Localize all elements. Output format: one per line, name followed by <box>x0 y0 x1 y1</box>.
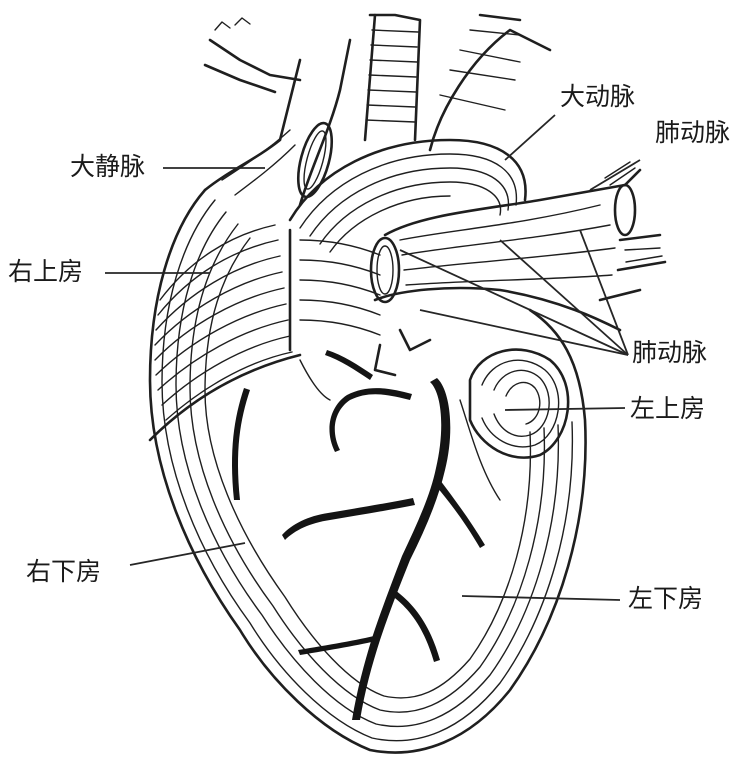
ventricle-septum <box>299 359 501 501</box>
label-left-ventricle: 左下房 <box>628 584 704 613</box>
leader-pulmonary-4 <box>579 229 629 356</box>
leader-pulmonary-1 <box>399 249 629 356</box>
leader-pulmonary-top <box>589 159 641 191</box>
leader-pulmonary-2 <box>419 309 629 356</box>
leader-left-atrium <box>504 407 626 411</box>
right-atrium <box>148 224 302 442</box>
leader-aorta <box>504 114 556 161</box>
vena-cava <box>203 38 352 207</box>
coronary-vessels <box>232 328 485 720</box>
label-aorta: 大动脉 <box>560 82 636 111</box>
leader-left-ventricle <box>461 595 621 601</box>
label-right-ventricle: 右下房 <box>26 557 102 586</box>
label-right-atrium: 右上房 <box>8 257 84 286</box>
left-atrium <box>468 348 570 459</box>
leader-lines <box>105 114 641 601</box>
pulmonary-artery <box>369 161 667 332</box>
label-vena-cava: 大静脉 <box>70 152 146 181</box>
label-pulmonary-artery-mid: 肺动脉 <box>632 338 708 367</box>
aorta <box>203 13 552 352</box>
leader-pulmonary-3 <box>499 239 629 356</box>
leader-right-ventricle <box>129 542 246 566</box>
label-left-atrium: 左上房 <box>630 394 706 423</box>
label-pulmonary-artery-top: 肺动脉 <box>655 118 731 147</box>
